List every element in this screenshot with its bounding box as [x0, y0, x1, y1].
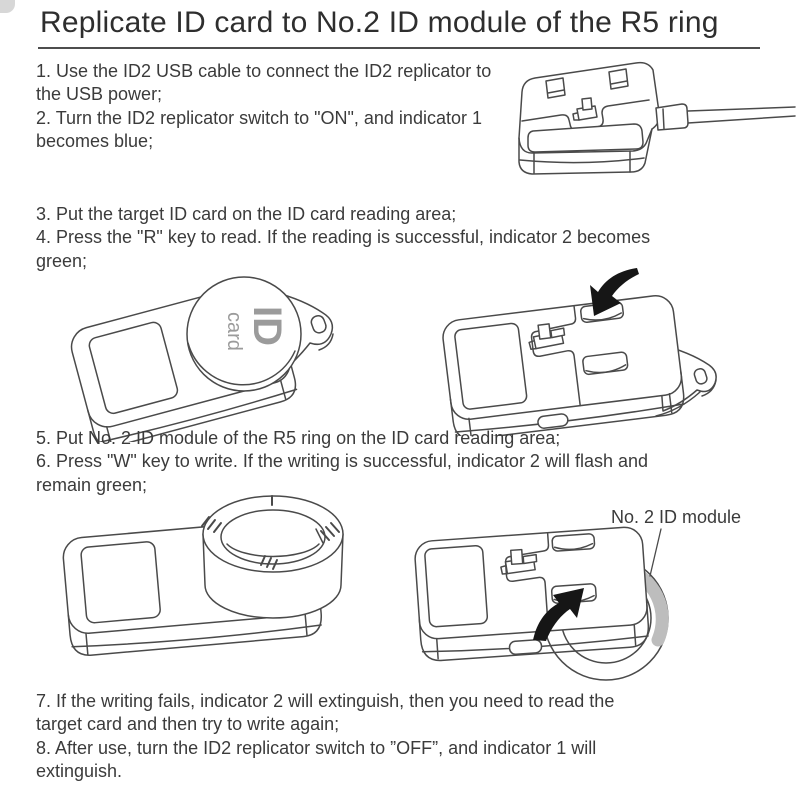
id-card-fob — [186, 276, 302, 392]
steps-1-2: 1. Use the ID2 USB cable to connect the … — [36, 60, 491, 154]
instruction-line: target card and then try to write again; — [36, 714, 340, 735]
steps-5-6: 5. Put No. 2 ID module of the R5 ring on… — [36, 427, 648, 497]
figure-replicator-id-card: ID card — [70, 276, 334, 442]
reading-area — [88, 321, 179, 415]
down-arrow-icon — [590, 268, 639, 316]
usb-connector — [655, 103, 689, 131]
steps-3-4: 3. Put the target ID card on the ID card… — [36, 203, 650, 273]
indicator-window-2 — [608, 68, 629, 90]
instruction-line: 3. Put the target ID card on the ID card… — [36, 204, 457, 224]
id-card-label-big: ID — [245, 306, 289, 346]
reading-area — [80, 541, 161, 624]
module-callout-label: No. 2 ID module — [611, 507, 742, 527]
instruction-line: extinguish. — [36, 761, 123, 782]
up-arrow-icon — [533, 588, 584, 641]
usb-port — [508, 639, 543, 655]
page-title: Replicate ID card to No.2 ID module of t… — [40, 6, 719, 39]
instruction-line: 5. Put No. 2 ID module of the R5 ring on… — [36, 428, 561, 448]
id-card-label-small: card — [223, 312, 245, 351]
corner-smudge — [0, 0, 15, 13]
instruction-line: becomes blue; — [36, 131, 154, 152]
fob-keyring-hole — [693, 368, 708, 385]
figure-replicator-reading — [442, 268, 717, 436]
usb-port — [537, 413, 569, 429]
figure-replicator-writing — [414, 526, 669, 681]
steps-7-8: 7. If the writing fails, indicator 2 wil… — [36, 690, 614, 784]
instruction-line: 8. After use, turn the ID2 replicator sw… — [36, 737, 597, 758]
id-card-fob-tab — [273, 291, 334, 374]
instruction-line: 4. Press the "R" key to read. If the rea… — [36, 227, 651, 248]
reading-area — [424, 545, 489, 628]
instruction-line: green; — [36, 250, 88, 271]
instruction-line: 1. Use the ID2 USB cable to connect the … — [36, 61, 492, 81]
instruction-line: 2. Turn the ID2 replicator switch to "ON… — [36, 107, 482, 128]
instruction-line: 7. If the writing fails, indicator 2 wil… — [36, 691, 615, 711]
instruction-line: remain green; — [36, 474, 148, 495]
module-pointer-line — [649, 528, 662, 577]
reading-area — [454, 322, 528, 410]
title-divider — [38, 47, 760, 49]
instruction-line: the USB power; — [36, 84, 163, 105]
ring-body — [202, 533, 344, 619]
figure-replicator-usb-cable — [518, 61, 796, 175]
usb-cable — [687, 106, 796, 112]
indicator-window-1 — [545, 77, 566, 99]
instruction-line: 6. Press "W" key to write. If the writin… — [36, 451, 648, 472]
figure-replicator-ring — [62, 495, 344, 656]
fob-keyring-hole — [310, 315, 327, 334]
reading-area — [527, 123, 644, 153]
